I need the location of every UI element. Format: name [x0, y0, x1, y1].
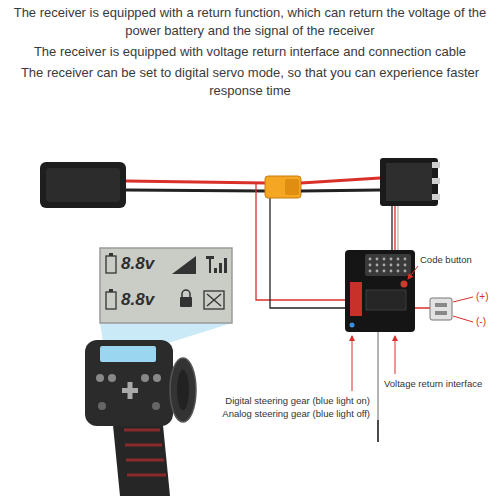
return-black-wire — [270, 191, 345, 308]
esc-lead — [394, 206, 395, 250]
pin — [390, 264, 393, 267]
signal-bar — [219, 263, 222, 273]
antenna-wire — [377, 332, 379, 420]
esc-lead — [397, 206, 398, 250]
leader-arrow — [395, 336, 396, 374]
callout-label: Voltage return interface — [384, 378, 482, 389]
grip-stripe — [125, 444, 162, 447]
battery-icon — [109, 289, 113, 292]
plug-pin — [435, 303, 447, 307]
battery-pack — [40, 162, 126, 208]
pin — [404, 264, 407, 267]
leader-arrow — [408, 266, 418, 279]
leader-line — [453, 316, 473, 322]
trim-button — [141, 374, 149, 382]
antenna-icon — [209, 256, 211, 273]
pin-row — [369, 258, 407, 273]
leader-line — [453, 297, 473, 302]
leader-arrow — [352, 336, 353, 391]
wheel-hub — [177, 370, 189, 410]
grip-stripe — [124, 429, 160, 432]
esc-pad — [432, 194, 440, 200]
lcd-readout: 8.8v — [121, 254, 154, 274]
trim-button — [96, 374, 104, 382]
pin — [369, 270, 372, 273]
knob — [98, 402, 106, 410]
receiver-label-plate — [350, 282, 362, 316]
pin — [397, 270, 400, 273]
pin — [376, 264, 379, 267]
grip-stripe — [126, 459, 164, 462]
callout-label: Analog steering gear (blue light off) — [222, 408, 370, 419]
trim-button — [108, 374, 116, 382]
pin — [376, 270, 379, 273]
mode-icon — [207, 294, 221, 306]
xt60-connector — [265, 176, 301, 198]
pin-label: (-) — [476, 316, 486, 328]
mode-icon — [207, 294, 221, 306]
intro-text: The receiver is equipped with a return f… — [10, 4, 490, 40]
black-wire — [301, 190, 380, 191]
intro-block: The receiver is equipped with a return f… — [10, 4, 490, 103]
pin — [383, 264, 386, 267]
trim-button — [153, 374, 161, 382]
pin — [369, 258, 372, 261]
black-wire — [126, 190, 266, 191]
pin — [390, 258, 393, 261]
transmitter-head — [85, 340, 173, 426]
esc-pad — [432, 162, 440, 168]
servo-lead — [415, 307, 430, 309]
pin-header — [365, 254, 411, 276]
signal-bar — [214, 268, 217, 273]
signal-wedge — [172, 256, 196, 274]
pin — [397, 264, 400, 267]
pin-label: (+) — [476, 291, 489, 303]
battery-icon — [106, 256, 116, 273]
esc-board — [380, 158, 438, 206]
mode-icon — [204, 291, 224, 309]
transmitter-screen — [100, 346, 156, 362]
pin — [404, 258, 407, 261]
pin — [390, 270, 393, 273]
intro-text: The receiver can be set to digital servo… — [10, 64, 490, 100]
pin — [397, 258, 400, 261]
red-wire — [301, 178, 380, 183]
intro-text: The receiver is equipped with voltage re… — [10, 43, 490, 61]
plug-pin — [435, 311, 447, 315]
xt60-plug — [285, 179, 299, 195]
lcd-zoom — [100, 248, 232, 323]
lock-icon — [182, 290, 190, 297]
dpad — [128, 382, 133, 399]
battery-icon — [109, 253, 113, 256]
grip-stripe — [127, 474, 166, 477]
battery-icon — [106, 292, 116, 309]
signal-bar — [224, 258, 227, 273]
pin — [369, 264, 372, 267]
battery-face — [46, 168, 120, 202]
code-button — [401, 281, 408, 288]
transmitter-grip — [112, 415, 170, 496]
pin — [404, 270, 407, 273]
voltage-plug — [430, 298, 452, 320]
antenna-tip — [377, 420, 379, 442]
esc-chip — [386, 163, 432, 201]
receiver-body — [345, 250, 415, 332]
knob — [152, 402, 160, 410]
red-wire — [126, 181, 266, 183]
esc-pad — [432, 178, 440, 184]
callout-label: Code button — [420, 254, 472, 265]
lock-icon — [180, 297, 192, 307]
pin — [383, 258, 386, 261]
status-led — [350, 323, 355, 328]
steering-wheel — [170, 358, 196, 422]
lcd-readout: 8.8v — [121, 290, 154, 310]
esc-lead — [391, 206, 392, 250]
callout-label: Digital steering gear (blue light on) — [225, 395, 370, 406]
receiver-sticker — [366, 290, 406, 310]
pin — [376, 258, 379, 261]
pin — [383, 270, 386, 273]
